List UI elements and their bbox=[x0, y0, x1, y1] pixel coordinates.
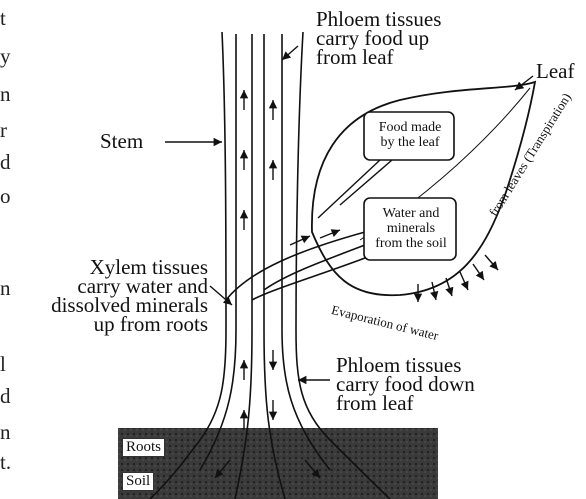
margin-letter: y bbox=[0, 44, 11, 69]
stem-label: Stem bbox=[100, 132, 143, 151]
margin-letter: d bbox=[0, 384, 11, 409]
margin-letter: d bbox=[0, 150, 11, 175]
margin-letter: r bbox=[0, 118, 7, 143]
soil-tag: Soil bbox=[122, 472, 154, 491]
roots-tag: Roots bbox=[122, 438, 165, 457]
pointer-lines bbox=[165, 46, 533, 380]
soil-block bbox=[118, 428, 438, 499]
water-box-text: Water and minerals from the soil bbox=[366, 206, 456, 251]
margin-letter: l bbox=[0, 352, 6, 377]
margin-letter: o bbox=[0, 184, 11, 209]
margin-letter: t bbox=[0, 6, 6, 31]
phloem-arrows bbox=[215, 100, 320, 478]
margin-letter: n bbox=[0, 420, 11, 445]
xylem-label: Xylem tissues carry water and dissolved … bbox=[0, 258, 208, 334]
margin-letter: n bbox=[0, 82, 11, 107]
margin-letter: t. bbox=[0, 450, 11, 475]
phloem-up-label: Phloem tissues carry food up from leaf bbox=[316, 10, 441, 67]
food-box-text: Food made by the leaf bbox=[366, 120, 454, 150]
leaf-label: Leaf bbox=[536, 62, 574, 81]
phloem-down-label: Phloem tissues carry food down from leaf bbox=[336, 356, 475, 413]
evaporation-arrows bbox=[418, 255, 498, 302]
